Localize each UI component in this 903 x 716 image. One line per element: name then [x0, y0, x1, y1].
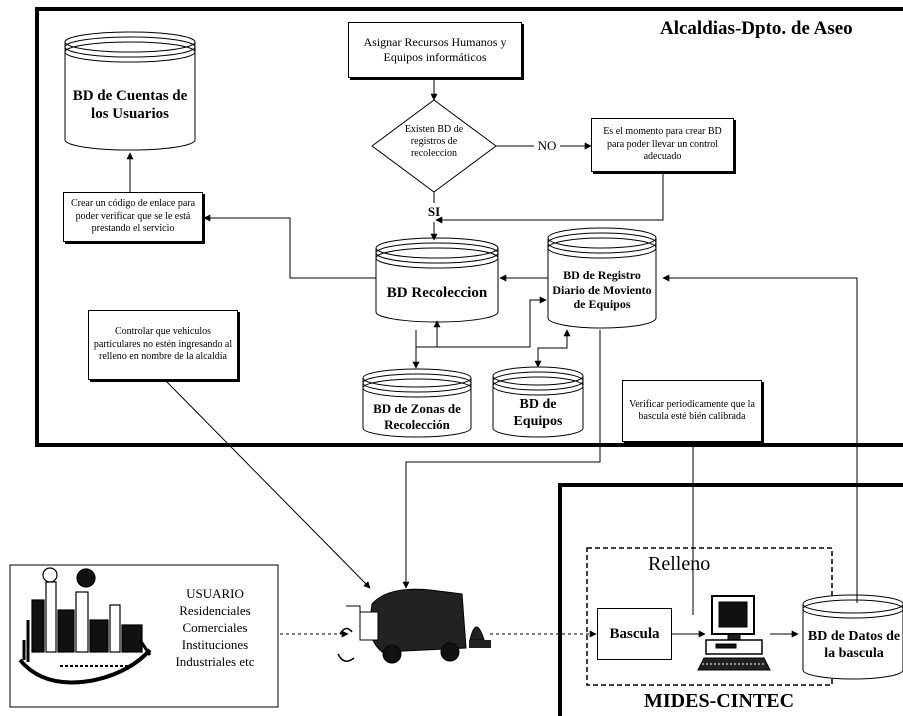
cylinder-equipos: [492, 366, 584, 438]
process-asignar-recursos: Asignar Recursos Humanos y Equipos infor…: [348, 22, 522, 78]
cylinder-registro-diario: [547, 227, 657, 329]
connectors: [126, 78, 858, 638]
decision-text: Existen BD de registros de recoleccion: [404, 124, 464, 159]
garbage-truck-icon: [337, 588, 491, 664]
decision-no-label: NO: [537, 138, 557, 153]
relleno-label: Relleno: [648, 553, 711, 575]
usuario-type-industriales: Industriales etc: [175, 654, 255, 669]
cylinder-cuentas: [64, 31, 196, 151]
cylinder-recoleccion: [375, 237, 499, 323]
process-bascula: Bascula: [597, 608, 672, 660]
mides-zone-frame: [558, 483, 903, 716]
db-registro-diario: BD de Registro Diario de Moviento de Equ…: [552, 268, 652, 312]
db-cuentas-usuarios: BD de Cuentas de los Usuarios: [72, 88, 188, 122]
db-zonas-recoleccion: BD de Zonas de Recolección: [373, 401, 461, 432]
decision-si-label: SI: [427, 204, 441, 219]
db-datos-bascula: BD de Datos de la bascula: [807, 629, 901, 661]
process-crear-codigo: Crear un código de enlace para poder ver…: [63, 192, 203, 242]
cylinder-datos-bascula: [802, 594, 903, 680]
alcaldias-zone-frame: [35, 7, 903, 447]
process-controlar-vehiculos: Controlar que vehiculos particulares no …: [88, 310, 238, 380]
city-icon: [18, 567, 152, 685]
process-momento-crear-bd: Es el momento para crear BD para poder l…: [591, 118, 734, 172]
db-recoleccion: BD Recoleccion: [386, 285, 488, 301]
mides-zone-title: MIDES-CINTEC: [644, 690, 795, 712]
usuario-title: USUARIO: [186, 586, 244, 601]
cylinder-zonas: [362, 368, 472, 438]
usuario-type-residenciales: Residenciales: [179, 603, 251, 618]
usuario-type-instituciones: Instituciones: [181, 637, 249, 652]
db-equipos: BD de Equipos: [513, 397, 563, 429]
alcaldias-zone-title: Alcaldias-Dpto. de Aseo: [660, 18, 853, 39]
process-verificar-bascula: Verificar periodicamente que la bascula …: [622, 380, 762, 442]
usuario-type-comerciales: Comerciales: [182, 620, 248, 635]
computer-icon: [697, 595, 771, 671]
